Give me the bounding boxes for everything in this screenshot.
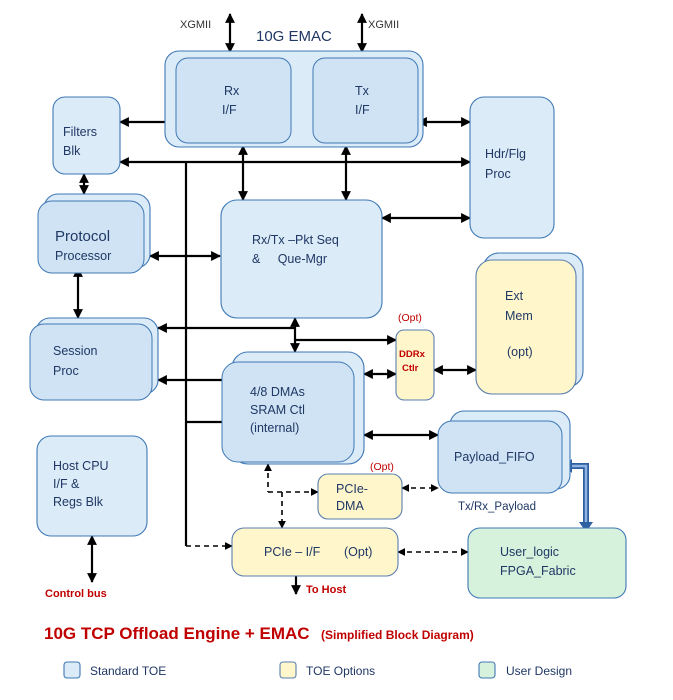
to-host-label: To Host (306, 584, 346, 596)
rx-label-1: Rx (224, 84, 240, 98)
filters-label-2: Blk (63, 144, 81, 158)
tx-label-2: I/F (355, 103, 370, 117)
title-sub: (Simplified Block Diagram) (321, 628, 474, 642)
pcie-if-label: PCIe – I/F (264, 545, 321, 559)
hdr-flg-block (469, 96, 555, 239)
pktseq-block (220, 199, 383, 319)
pktseq-label-1: Rx/Tx –Pkt Seq (252, 233, 339, 247)
filters-block (52, 96, 121, 175)
user-logic-label-1: User_logic (500, 545, 559, 559)
ddrx-opt-label: (Opt) (398, 312, 422, 324)
dma-label-1: 4/8 DMAs (250, 385, 305, 399)
xgmii-right-label: XGMII (368, 19, 399, 31)
extmem-label-2: Mem (505, 309, 533, 323)
emac-label: 10G EMAC (256, 28, 332, 45)
pcie-dma-block (317, 473, 403, 520)
dma-block (221, 361, 355, 463)
host-cpu-block (36, 435, 148, 537)
ddrx-label-2: Ctlr (402, 363, 419, 374)
rx-label-2: I/F (222, 103, 237, 117)
payload-userlogic-link (568, 463, 589, 524)
legend-swatch-options (279, 661, 297, 679)
rx-if-block (175, 57, 292, 144)
hdr-label-1: Hdr/Flg (485, 147, 526, 161)
legend-label-standard: Standard TOE (90, 664, 166, 678)
payload-fifo-block (437, 420, 563, 494)
hdr-label-2: Proc (485, 167, 511, 181)
host-cpu-label-1: Host CPU (53, 459, 109, 473)
ddrx-label-1: DDRx (399, 349, 426, 360)
pcie-dma-label-2: DMA (336, 499, 364, 513)
title-main: 10G TCP Offload Engine + EMAC (44, 624, 310, 643)
pcie-dma-opt-label: (Opt) (370, 461, 394, 473)
user-logic-label-2: FPGA_Fabric (500, 564, 576, 578)
user-logic-block (467, 527, 627, 599)
protocol-label-2: Processor (55, 249, 111, 263)
extmem-label-1: Ext (505, 289, 524, 303)
legend-label-user: User Design (506, 664, 572, 678)
tx-rx-payload-label: Tx/Rx_Payload (458, 501, 536, 513)
tx-if-block (312, 57, 419, 144)
session-label-2: Proc (53, 364, 79, 378)
diagram-title: 10G TCP Offload Engine + EMAC (Simplifie… (44, 624, 474, 643)
protocol-block (37, 200, 145, 274)
legend-swatch-standard (63, 661, 81, 679)
pcie-if-block (231, 527, 399, 577)
pcie-dma-label-1: PCIe- (336, 482, 368, 496)
pcie-if-opt-label: (Opt) (344, 545, 372, 559)
host-cpu-label-3: Regs Blk (53, 495, 104, 509)
legend-label-options: TOE Options (306, 664, 375, 678)
session-block (29, 323, 153, 401)
xgmii-left-label: XGMII (180, 19, 211, 31)
control-bus-label: Control bus (45, 588, 107, 600)
filters-label-1: Filters (63, 125, 97, 139)
payload-fifo-label: Payload_FIFO (454, 450, 535, 464)
tx-label-1: Tx (355, 84, 370, 98)
protocol-label-1: Protocol (55, 228, 110, 245)
payload-link-head-down (579, 522, 593, 532)
pktseq-label-2: & Que-Mgr (252, 252, 327, 266)
session-label-1: Session (53, 344, 98, 358)
dma-label-3: (internal) (250, 421, 299, 435)
legend-swatch-user (478, 661, 496, 679)
extmem-block (475, 259, 577, 395)
dma-label-2: SRAM Ctl (250, 403, 305, 417)
host-cpu-label-2: I/F & (53, 477, 80, 491)
ddrx-block (395, 329, 435, 401)
extmem-label-3: (opt) (507, 345, 533, 359)
payload-userlogic-link-inner (568, 464, 588, 524)
